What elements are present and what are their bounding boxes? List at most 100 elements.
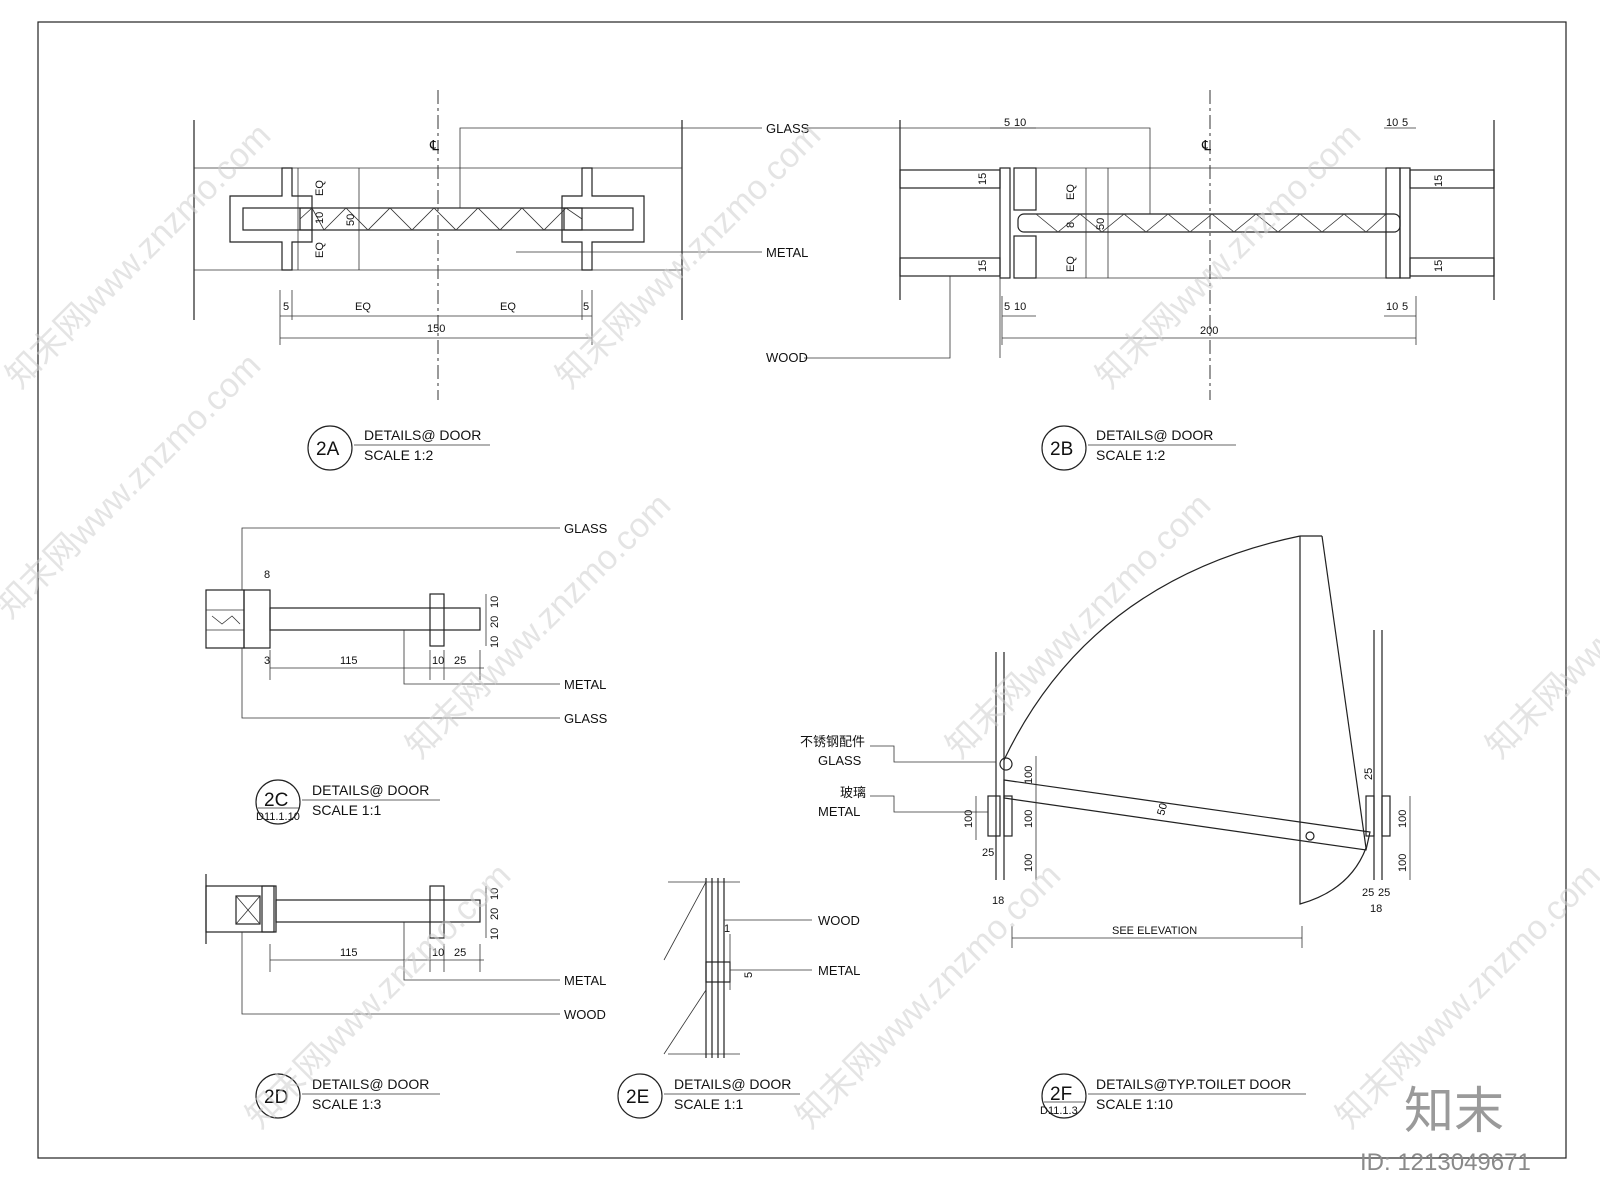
detail-scale: SCALE 1:1 [674,1096,743,1112]
detail-2c-drawing: 115 10 25 3 8 10 20 10 [205,527,560,719]
title-2b: 2B DETAILS@ DOOR SCALE 1:2 [1041,425,1236,471]
svg-text:5: 5 [1004,117,1010,129]
detail-tag: 2A [316,439,340,460]
svg-text:8: 8 [1065,222,1077,228]
detail-title: DETAILS@ DOOR [312,1076,429,1092]
detail-title: DETAILS@TYP.TOILET DOOR [1096,1076,1291,1092]
svg-text:10: 10 [489,636,501,648]
svg-text:10: 10 [1014,301,1026,313]
svg-text:1: 1 [724,923,730,935]
svg-text:25: 25 [1363,768,1375,780]
detail-2e-drawing: 1 5 [663,878,812,1058]
watermark-logo: 知末 [1404,1083,1504,1139]
svg-text:100: 100 [963,810,975,828]
detail-title: DETAILS@ DOOR [312,782,429,798]
svg-text:50: 50 [345,214,357,226]
label-glass-cn: 玻璃 [840,785,866,800]
sheet-border [37,21,1567,1159]
label-metal-2d: METAL [564,973,606,988]
centerline-symbol-b: ℄ [1201,137,1211,153]
svg-text:EQ: EQ [314,242,326,258]
label-glass-2c-bottom: GLASS [564,711,608,726]
svg-text:100: 100 [1397,810,1409,828]
watermark-id: ID: 1213049671 [1360,1149,1531,1176]
svg-text:知末网www.znzmo.com: 知末网www.znzmo.com [1089,116,1368,395]
svg-text:100: 100 [1023,810,1035,828]
svg-text:5: 5 [1004,301,1010,313]
label-metal-2c: METAL [564,677,606,692]
svg-text:EQ: EQ [314,180,326,196]
svg-text:10: 10 [1386,301,1398,313]
svg-text:10: 10 [489,596,501,608]
label-metal-2e: METAL [818,963,860,978]
svg-text:EQ: EQ [1065,256,1077,272]
watermark-layer: 知末网www.znzmo.com 知末网www.znzmo.com 知末网www… [0,116,1600,1135]
svg-text:50: 50 [1095,218,1107,230]
svg-text:10: 10 [432,655,444,667]
svg-text:25: 25 [454,947,466,959]
svg-text:15: 15 [1433,175,1445,187]
svg-text:5: 5 [283,301,289,313]
detail-ref: D11.1.10 [256,811,300,823]
detail-2b-drawing: ℄ EQ EQ 8 50 15 15 15 15 5 10 10 [804,90,1495,400]
label-stainless-fitting-cn: 不锈钢配件 [800,734,865,749]
svg-text:20: 20 [489,616,501,628]
svg-text:5: 5 [1402,117,1408,129]
svg-text:15: 15 [977,260,989,272]
svg-text:50: 50 [1155,802,1170,817]
svg-text:10: 10 [432,947,444,959]
title-2f: 2F D11.1.3 DETAILS@TYP.TOILET DOOR SCALE… [1040,1073,1306,1119]
label-wood-2e: WOOD [818,913,860,928]
svg-text:100: 100 [1023,766,1035,784]
title-2c: 2C D11.1.10 DETAILS@ DOOR SCALE 1:1 [255,779,440,825]
svg-text:知末网www.znzmo.com: 知末网www.znzmo.com [0,346,268,625]
detail-tag: 2D [264,1087,288,1108]
svg-text:15: 15 [977,173,989,185]
svg-text:20: 20 [489,908,501,920]
svg-text:5: 5 [1402,301,1408,313]
svg-text:EQ: EQ [355,301,371,313]
detail-title: DETAILS@ DOOR [1096,427,1213,443]
svg-text:8: 8 [264,569,270,581]
label-glass-2a-2b: GLASS [766,121,810,136]
label-glass-2f: GLASS [818,753,862,768]
svg-text:知末网www.znzmo.com: 知末网www.znzmo.com [789,856,1068,1135]
svg-text:10: 10 [1014,117,1026,129]
detail-title: DETAILS@ DOOR [364,427,481,443]
detail-tag: 2C [264,790,288,811]
see-elevation-note: SEE ELEVATION [1112,925,1197,937]
title-2d: 2D DETAILS@ DOOR SCALE 1:3 [255,1073,440,1119]
svg-text:15: 15 [1433,260,1445,272]
detail-2a-drawing: ℄ EQ EQ 10 50 5 EQ EQ 5 150 [193,90,762,400]
detail-scale: SCALE 1:1 [312,802,381,818]
detail-title: DETAILS@ DOOR [674,1076,791,1092]
detail-scale: SCALE 1:10 [1096,1096,1173,1112]
svg-text:115: 115 [340,947,358,959]
detail-ref: D11.1.3 [1040,1105,1078,1117]
svg-text:200: 200 [1200,325,1218,337]
detail-scale: SCALE 1:3 [312,1096,381,1112]
svg-text:3: 3 [264,655,270,667]
svg-text:10: 10 [489,888,501,900]
centerline-symbol-a: ℄ [429,137,439,153]
svg-text:115: 115 [340,655,358,667]
detail-tag: 2B [1050,439,1073,460]
svg-text:5: 5 [743,972,755,978]
svg-text:25: 25 [1362,887,1374,899]
svg-text:EQ: EQ [1065,184,1077,200]
label-metal-2a: METAL [766,245,808,260]
svg-text:100: 100 [1023,854,1035,872]
title-2e: 2E DETAILS@ DOOR SCALE 1:1 [617,1073,800,1119]
label-wood-2d: WOOD [564,1007,606,1022]
svg-text:25: 25 [454,655,466,667]
title-2a: 2A DETAILS@ DOOR SCALE 1:2 [307,425,490,471]
detail-tag: 2F [1050,1084,1072,1105]
detail-tag: 2E [626,1087,649,1108]
label-wood-2b: WOOD [766,350,808,365]
svg-text:10: 10 [1386,117,1398,129]
detail-2d-drawing: 115 10 25 10 20 10 [205,874,560,1015]
label-glass-2c-top: GLASS [564,521,608,536]
svg-text:150: 150 [427,323,445,335]
svg-text:18: 18 [992,895,1004,907]
